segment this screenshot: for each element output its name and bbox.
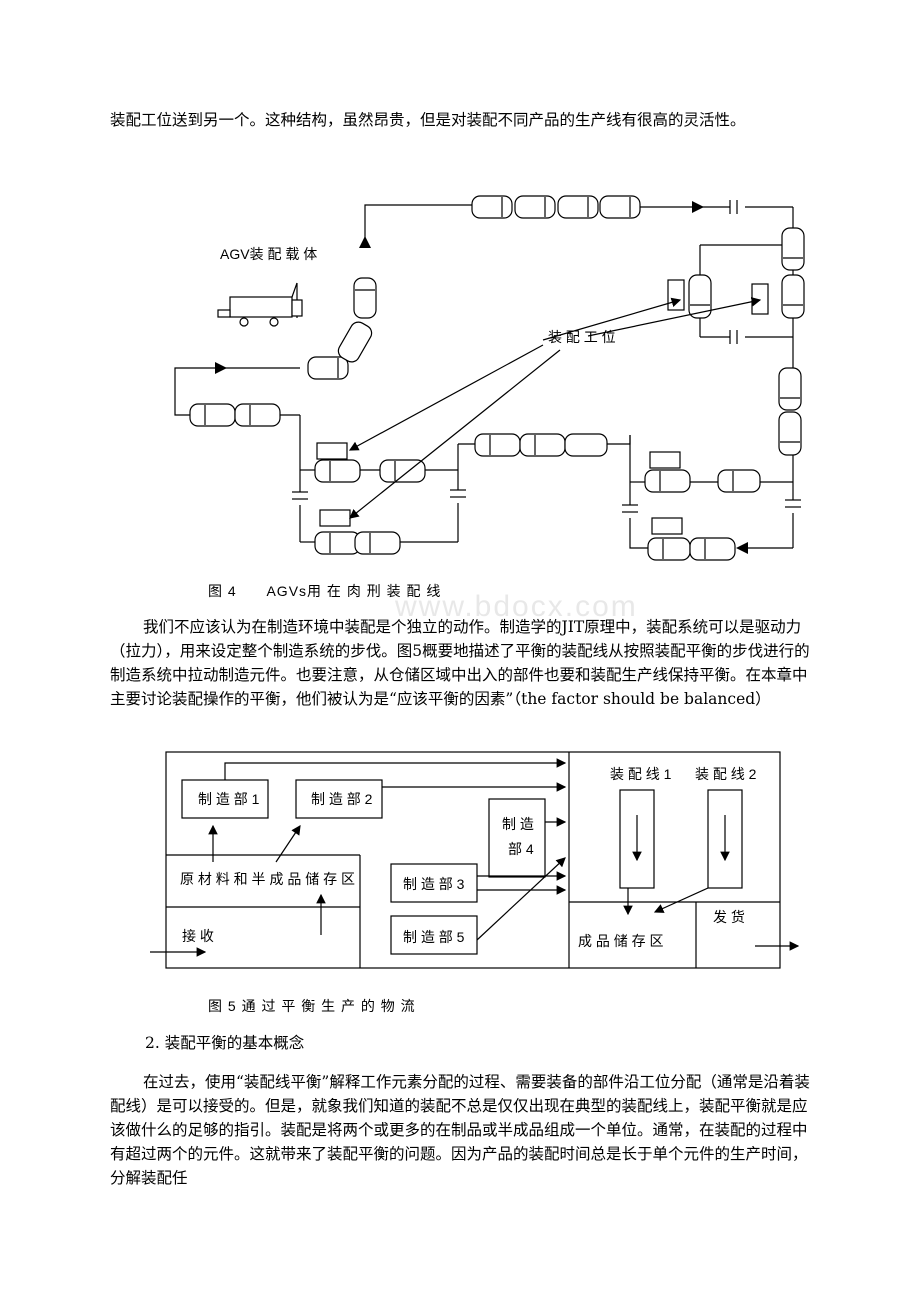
jit-paragraph: 我们不应该认为在制造环境中装配是个独立的动作。制造学的JIT原理中，装配系统可以… [110, 618, 810, 708]
agv-carriers-vertical [337, 227, 805, 456]
dept-1-box [181, 779, 269, 819]
figure-4-caption-prefix: 图 4 [208, 583, 237, 599]
dept-4-label-line2: 部 4 [508, 841, 534, 857]
watermark: www.bdocx.com [395, 590, 638, 623]
outer-frame [165, 751, 781, 969]
dept-2-label: 制 造 部 2 [311, 791, 373, 807]
station-label-arrows [348, 297, 762, 519]
figure-4-caption-text: AGVs用 在 肉 刑 装 配 线 [266, 583, 442, 599]
assembly-balance-paragraph: 在过去，使用“装配线平衡”解释工作元素分配的过程、需要装备的部件沿工位分配（通常… [110, 1073, 810, 1187]
dept-4-label-line1: 制 造 [502, 816, 534, 832]
dept-5-label: 制 造 部 5 [403, 929, 465, 945]
shipping-label: 发 货 [713, 909, 745, 925]
flow-arrows [215, 201, 748, 554]
assembly-line-2-label: 装 配 线 2 [695, 766, 757, 782]
figure-4-agv-diagram: AGV装 配 载 体 装 配 工 位 [174, 195, 805, 561]
receiving-label: 接 收 [182, 928, 214, 944]
top-paragraph: 装配工位送到另一个。这种结构，虽然昂贵，但是对装配不同产品的生产线有很高的灵活性… [110, 111, 746, 129]
dept-2-box [295, 779, 383, 819]
dept-3-box [390, 863, 478, 903]
finished-goods-storage-label: 成 品 储 存 区 [578, 933, 664, 949]
figure-4-caption: 图 4 AGVs用 在 肉 刑 装 配 线 [208, 581, 441, 601]
raw-material-storage-label: 原 材 料 和 半 成 品 储 存 区 [180, 871, 355, 887]
figure-5-caption: 图 5 通 过 平 衡 生 产 的 物 流 [208, 998, 416, 1014]
conveyor-path [174, 204, 794, 549]
assembly-line-1-label: 装 配 线 1 [610, 766, 672, 782]
assembly-station-label: 装 配 工 位 [548, 329, 616, 345]
dept-4-box [488, 798, 546, 878]
conveyor-gaps [292, 200, 801, 513]
agv-carrier-label: AGV装 配 载 体 [220, 246, 317, 262]
dept-1-label: 制 造 部 1 [198, 791, 260, 807]
dept-5-box [390, 915, 478, 955]
dept-3-label: 制 造 部 3 [403, 876, 465, 892]
figure-5-flow-diagram: 制 造 部 1 制 造 部 2 制 造 部 4 制 造 部 3 制 造 部 5 … [150, 751, 800, 969]
agv-vehicle-icon [217, 282, 303, 327]
section-heading: 2. 装配平衡的基本概念 [145, 1034, 305, 1052]
agv-carriers-horizontal [189, 195, 761, 561]
